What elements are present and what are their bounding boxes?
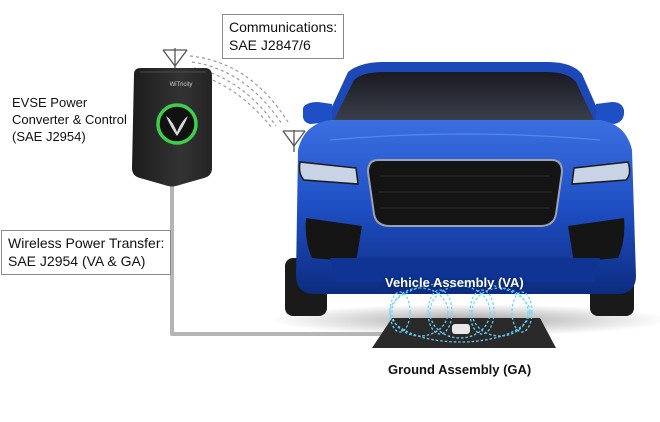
- communications-label-line-2: SAE J2847/6: [229, 37, 311, 53]
- hood-line: [329, 133, 601, 141]
- grille-mesh: [378, 175, 552, 209]
- left-headlight: [298, 161, 359, 185]
- evse-label-line-1: EVSE Power: [12, 95, 88, 110]
- evse-label-line-3: (SAE J2954): [12, 129, 86, 144]
- left-mirror: [302, 102, 332, 124]
- wireless-power-label-line-2: SAE J2954 (VA & GA): [8, 253, 146, 269]
- power-cable: [170, 176, 386, 336]
- vehicle-antenna-icon: [282, 130, 306, 152]
- charger-brand: WiTricity: [170, 82, 193, 88]
- ground-assembly-badge: [452, 324, 470, 334]
- communications-label: Communications: SAE J2847/6: [222, 14, 345, 59]
- front-grille: [366, 159, 564, 227]
- wireless-power-label: Wireless Power Transfer: SAE J2954 (VA &…: [1, 230, 172, 275]
- wireless-power-label-line-1: Wireless Power Transfer:: [8, 235, 165, 251]
- charger-logo-icon: [166, 116, 188, 136]
- right-mirror: [596, 102, 625, 124]
- evse-label: EVSE Power Converter & Control (SAE J295…: [12, 94, 127, 145]
- windshield: [334, 72, 594, 120]
- evse-charger-unit: WiTricity: [132, 68, 212, 187]
- communications-label-line-1: Communications:: [229, 19, 338, 35]
- right-air-intake: [568, 218, 625, 262]
- wireless-power-field: [389, 281, 533, 343]
- ground-assembly-label: Ground Assembly (GA): [388, 362, 532, 377]
- left-air-intake: [305, 218, 362, 262]
- vehicle-assembly-label: Vehicle Assembly (VA): [385, 275, 524, 290]
- charger-ring-icon: [156, 103, 198, 145]
- right-headlight: [571, 161, 631, 185]
- evse-label-line-2: Converter & Control: [12, 112, 127, 127]
- lower-bumper: [330, 258, 600, 282]
- charger-antenna-icon: [162, 48, 188, 72]
- electric-vehicle: [285, 62, 636, 316]
